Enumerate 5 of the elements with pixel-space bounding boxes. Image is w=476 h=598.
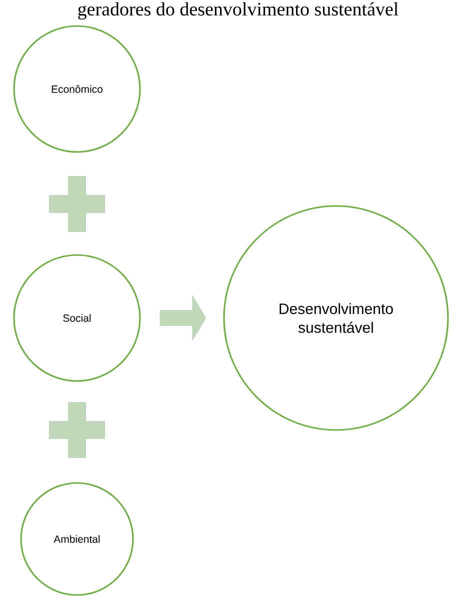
- circle-node: Ambiental: [20, 482, 134, 596]
- title: geradores do desenvolvimento sustentável: [78, 2, 398, 20]
- circle-node: Social: [13, 254, 141, 382]
- circle-node: Econômico: [13, 25, 141, 153]
- circle-node: Desenvolvimento sustentável: [223, 205, 449, 431]
